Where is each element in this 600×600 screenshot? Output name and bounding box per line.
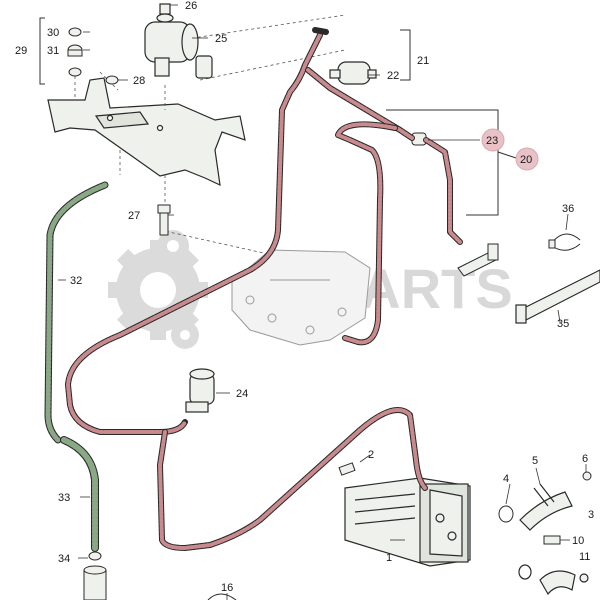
filter-part-22 — [329, 61, 377, 85]
label-32: 32 — [70, 275, 82, 287]
label-31: 31 — [47, 45, 59, 57]
callout-bubble-20 — [515, 147, 539, 171]
bolt-part-27 — [157, 204, 171, 236]
fitting-part-34 — [83, 551, 107, 600]
label-27: 27 — [128, 210, 140, 222]
label-25: 25 — [215, 33, 227, 45]
highlight-hoses — [65, 27, 463, 551]
egr-module-part-1 — [344, 477, 471, 567]
nut-part-30 — [68, 27, 82, 37]
clamp-part-36 — [548, 233, 581, 251]
green-hose-part-32 — [44, 181, 109, 444]
label-34: 34 — [58, 553, 70, 565]
label-33: 33 — [58, 492, 70, 504]
pipe-part-35 — [515, 269, 600, 324]
elbow-pipe — [518, 564, 589, 596]
label-36: 36 — [562, 203, 574, 215]
label-5: 5 — [532, 455, 538, 467]
label-28: 28 — [133, 75, 145, 87]
label-35: 35 — [557, 318, 569, 330]
label-11: 11 — [579, 551, 590, 563]
callout-labels: 26 25 30 31 29 28 21 22 23 20 27 36 32 3… — [15, 0, 594, 594]
pipe-part-5 — [519, 483, 573, 531]
label-4: 4 — [503, 473, 509, 485]
screw-part-2 — [338, 462, 356, 476]
nozzle-fitting — [457, 243, 499, 277]
label-24: 24 — [236, 388, 248, 400]
bolt-part-10 — [543, 535, 561, 545]
bracket-29 — [39, 17, 45, 85]
label-2: 2 — [368, 449, 374, 461]
grommet-part-31 — [67, 44, 83, 77]
clip-part-28 — [105, 75, 119, 85]
label-23: 23 — [486, 135, 498, 147]
label-3: 3 — [588, 509, 594, 521]
label-16: 16 — [221, 582, 233, 594]
bracket-lines — [39, 17, 517, 216]
label-21: 21 — [417, 55, 429, 67]
engine-cover — [231, 249, 371, 346]
seal-part-4 — [498, 505, 514, 523]
mounting-bracket — [47, 77, 246, 187]
leader-lines — [58, 4, 587, 600]
label-10: 10 — [572, 535, 584, 547]
gear-icon — [108, 230, 208, 349]
green-hose-part-33 — [60, 436, 99, 552]
bracket-21 — [400, 29, 411, 81]
label-6: 6 — [582, 453, 588, 465]
label-1: 1 — [386, 552, 392, 564]
label-22: 22 — [387, 70, 399, 82]
callout-bubble-23 — [481, 128, 505, 152]
pipe-stub-part-16 — [207, 593, 237, 600]
label-26: 26 — [185, 0, 197, 12]
gasket-part-6 — [582, 471, 592, 481]
solenoid-valve-part-25 — [144, 3, 213, 79]
label-30: 30 — [47, 27, 59, 39]
bracket-20 — [386, 109, 499, 216]
valve-part-24 — [185, 368, 215, 413]
label-29: 29 — [15, 45, 27, 57]
label-20: 20 — [520, 154, 532, 166]
